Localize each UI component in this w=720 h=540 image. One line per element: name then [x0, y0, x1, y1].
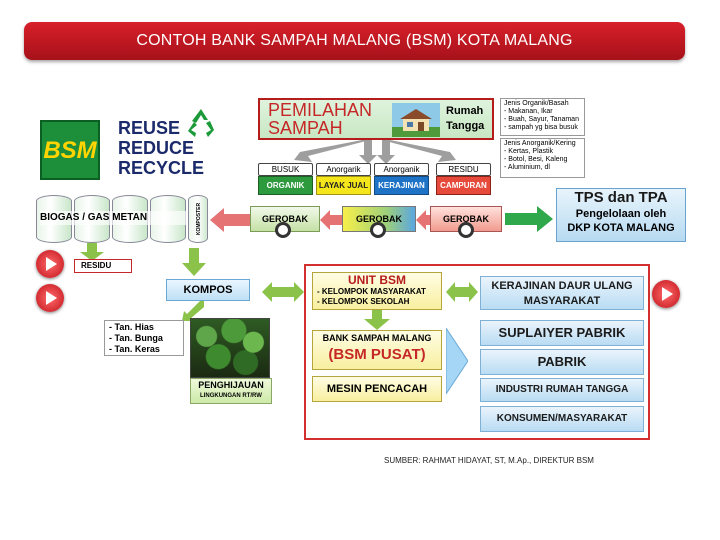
jenis-organik-item: - sampah yg bisa busuk — [504, 124, 581, 132]
kompos-label: KOMPOS — [167, 280, 249, 300]
output-konsumen: KONSUMEN/MASYARAKAT — [480, 406, 644, 432]
unit-bsm-item: - KELOMPOK SEKOLAH — [313, 297, 441, 307]
jenis-organik-item: - Makanan, Ikar — [504, 108, 581, 116]
biogas-label: BIOGAS / GAS METAN — [40, 211, 188, 225]
tanaman-item: - Tan. Hias — [109, 322, 179, 333]
output-label: SUPLAIYER PABRIK — [481, 321, 643, 345]
play-button[interactable] — [652, 280, 680, 308]
tangga-label: Tangga — [446, 120, 484, 132]
bin-bottom-label: KERAJINAN — [374, 176, 429, 195]
jenis-anorganik-item: - Kertas, Plastik — [504, 148, 581, 156]
house-icon — [392, 103, 440, 137]
mesin-label: MESIN PENCACAH — [313, 377, 441, 401]
residu-box: RESIDU — [74, 259, 132, 273]
bin-top-label: RESIDU — [436, 163, 491, 176]
wheel-icon — [458, 222, 474, 238]
tps-title: TPS dan TPA — [557, 189, 685, 207]
gerobak-arrow-left — [210, 208, 250, 232]
wheel-icon — [275, 222, 291, 238]
rumah-label: Rumah — [446, 105, 483, 117]
bsm-logo-text: BSM — [42, 122, 98, 180]
bsm-logo: BSM — [40, 120, 100, 180]
jenis-organik-item: - Buah, Sayur, Tanaman — [504, 116, 581, 124]
mesin-box: MESIN PENCACAH — [312, 376, 442, 402]
tps-line2: Pengelolaan oleh — [557, 207, 685, 221]
jenis-anorganik-item: - Botol, Besi, Kaleng — [504, 156, 581, 164]
bin-top-label: Anorgarik — [316, 163, 371, 176]
pemilahan-title-1: PEMILAHAN — [268, 101, 372, 119]
wheel-icon — [370, 222, 386, 238]
tps-line3: DKP KOTA MALANG — [557, 221, 685, 235]
jenis-anorganik-box: Jenis Anorganik/Kering - Kertas, Plastik… — [500, 138, 585, 178]
arrow-to-tps — [505, 206, 553, 232]
bin-kerajinan: Anorganik KERAJINAN — [374, 163, 429, 193]
distribution-arrows — [250, 140, 500, 164]
arrow-to-bank — [364, 310, 390, 330]
penghijauan-line2: LINGKUNGAN RT/RW — [191, 392, 271, 401]
bin-organik: BUSUK ORGANIK — [258, 163, 313, 193]
output-industri: INDUSTRI RUMAH TANGGA — [480, 378, 644, 402]
kerajinan-line1: KERAJINAN DAUR ULANG — [481, 279, 643, 294]
jenis-organik-box: Jenis Organik/Basah - Makanan, Ikar - Bu… — [500, 98, 585, 136]
bin-layak-jual: Anorgarik LAYAK JUAL — [316, 163, 371, 193]
play-button[interactable] — [36, 284, 64, 312]
output-label: KONSUMEN/MASYARAKAT — [481, 407, 643, 431]
kompos-box: KOMPOS — [166, 279, 250, 301]
recycle-icon — [184, 106, 218, 140]
bin-bottom-label: CAMPURAN — [436, 176, 491, 195]
unit-bsm-title: UNIT BSM — [313, 273, 441, 287]
page-title: CONTOH BANK SAMPAH MALANG (BSM) KOTA MAL… — [24, 22, 685, 60]
output-label: PABRIK — [481, 350, 643, 374]
output-suplaiyer: SUPLAIYER PABRIK — [480, 320, 644, 346]
tanaman-box: - Tan. Hias - Tan. Bunga - Tan. Keras — [104, 320, 184, 356]
recycle-text: RECYCLE — [118, 158, 218, 178]
distribution-arrow — [446, 328, 468, 394]
jenis-anorganik-item: - Aluminium, dl — [504, 164, 581, 172]
unit-bsm-item: - KELOMPOK MASYARAKAT — [313, 287, 441, 297]
reuse-reduce-recycle-logo: REUSE REDUCE RECYCLE — [118, 118, 218, 180]
tanaman-item: - Tan. Keras — [109, 344, 179, 355]
komposter-label: KOMPOSTER — [196, 195, 202, 243]
tanaman-item: - Tan. Bunga — [109, 333, 179, 344]
plants-photo — [190, 318, 270, 378]
kerajinan-box: KERAJINAN DAUR ULANG MASYARAKAT — [480, 276, 644, 310]
jenis-anorganik-title: Jenis Anorganik/Kering — [504, 140, 581, 148]
pemilahan-banner: PEMILAHAN SAMPAH Rumah Tangga — [258, 98, 494, 140]
komposter-tank: KOMPOSTER — [188, 195, 208, 243]
kerajinan-line2: MASYARAKAT — [481, 294, 643, 309]
bin-top-label: Anorganik — [374, 163, 429, 176]
gerobak-arrow-mid-left — [320, 210, 342, 230]
bank-pusat-line2: (BSM PUSAT) — [313, 345, 441, 365]
biogas-tanks: BIOGAS / GAS METAN — [36, 195, 188, 243]
bin-top-label: BUSUK — [258, 163, 313, 176]
bank-pusat-box: BANK SAMPAH MALANG (BSM PUSAT) — [312, 330, 442, 370]
arrow-to-kompos — [182, 248, 206, 276]
play-button[interactable] — [36, 250, 64, 278]
double-arrow — [446, 282, 478, 302]
unit-bsm-box: UNIT BSM - KELOMPOK MASYARAKAT - KELOMPO… — [312, 272, 442, 310]
jenis-organik-title: Jenis Organik/Basah — [504, 100, 581, 108]
output-label: INDUSTRI RUMAH TANGGA — [481, 379, 643, 401]
bin-bottom-label: LAYAK JUAL — [316, 176, 371, 195]
residu-label: RESIDU — [75, 260, 131, 272]
bin-campuran: RESIDU CAMPURAN — [436, 163, 491, 193]
penghijauan-box: PENGHIJAUAN LINGKUNGAN RT/RW — [190, 378, 272, 404]
bin-bottom-label: ORGANIK — [258, 176, 313, 195]
tps-tpa-box: TPS dan TPA Pengelolaan oleh DKP KOTA MA… — [556, 188, 686, 242]
pemilahan-title-2: SAMPAH — [268, 119, 343, 137]
double-arrow — [262, 282, 304, 302]
penghijauan-line1: PENGHIJAUAN — [191, 379, 271, 392]
reduce-text: REDUCE — [118, 138, 218, 158]
bank-pusat-line1: BANK SAMPAH MALANG — [313, 331, 441, 345]
output-pabrik: PABRIK — [480, 349, 644, 375]
source-caption: SUMBER: RAHMAT HIDAYAT, ST, M.Ap., DIREK… — [384, 456, 684, 465]
